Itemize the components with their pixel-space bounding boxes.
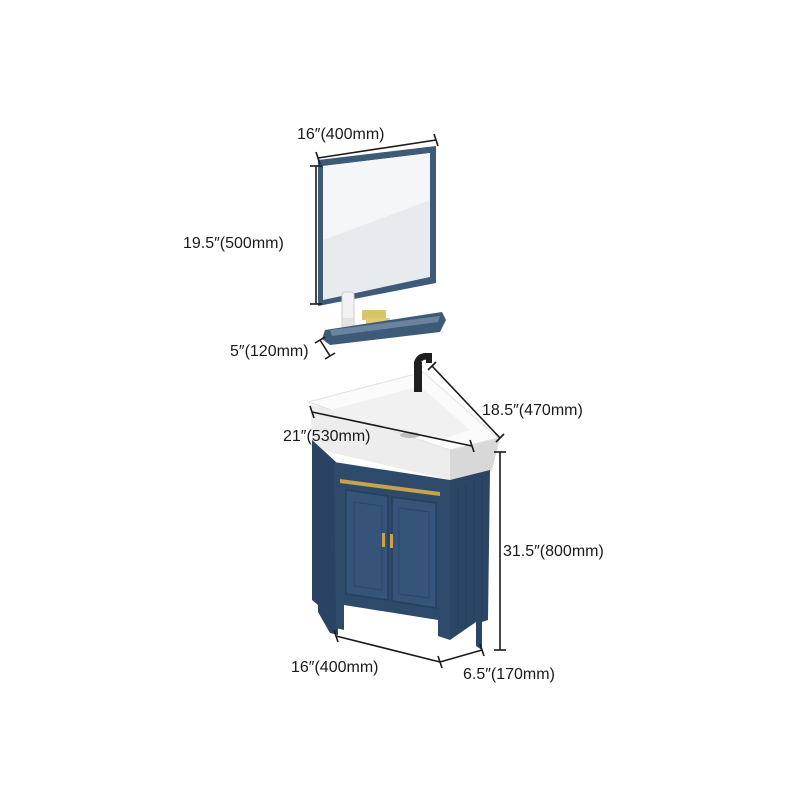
mirror-shelf (322, 291, 446, 345)
dimension-lines (309, 133, 506, 669)
shelf-depth-label: 5″(120mm) (230, 343, 309, 360)
mirror (318, 146, 436, 306)
cabinet-face-label: 6.5″(170mm) (463, 666, 555, 683)
basin (306, 353, 500, 482)
sink-side-label: 18.5″(470mm) (482, 402, 583, 419)
mirror-width-label: 16″(400mm) (297, 126, 385, 143)
cabinet-side-label: 16″(400mm) (291, 659, 379, 676)
mirror-height-label: 19.5″(500mm) (183, 235, 284, 252)
sink-front-label: 21″(530mm) (283, 428, 371, 445)
cabinet (312, 440, 490, 650)
cabinet-height-label: 31.5″(800mm) (503, 543, 604, 560)
